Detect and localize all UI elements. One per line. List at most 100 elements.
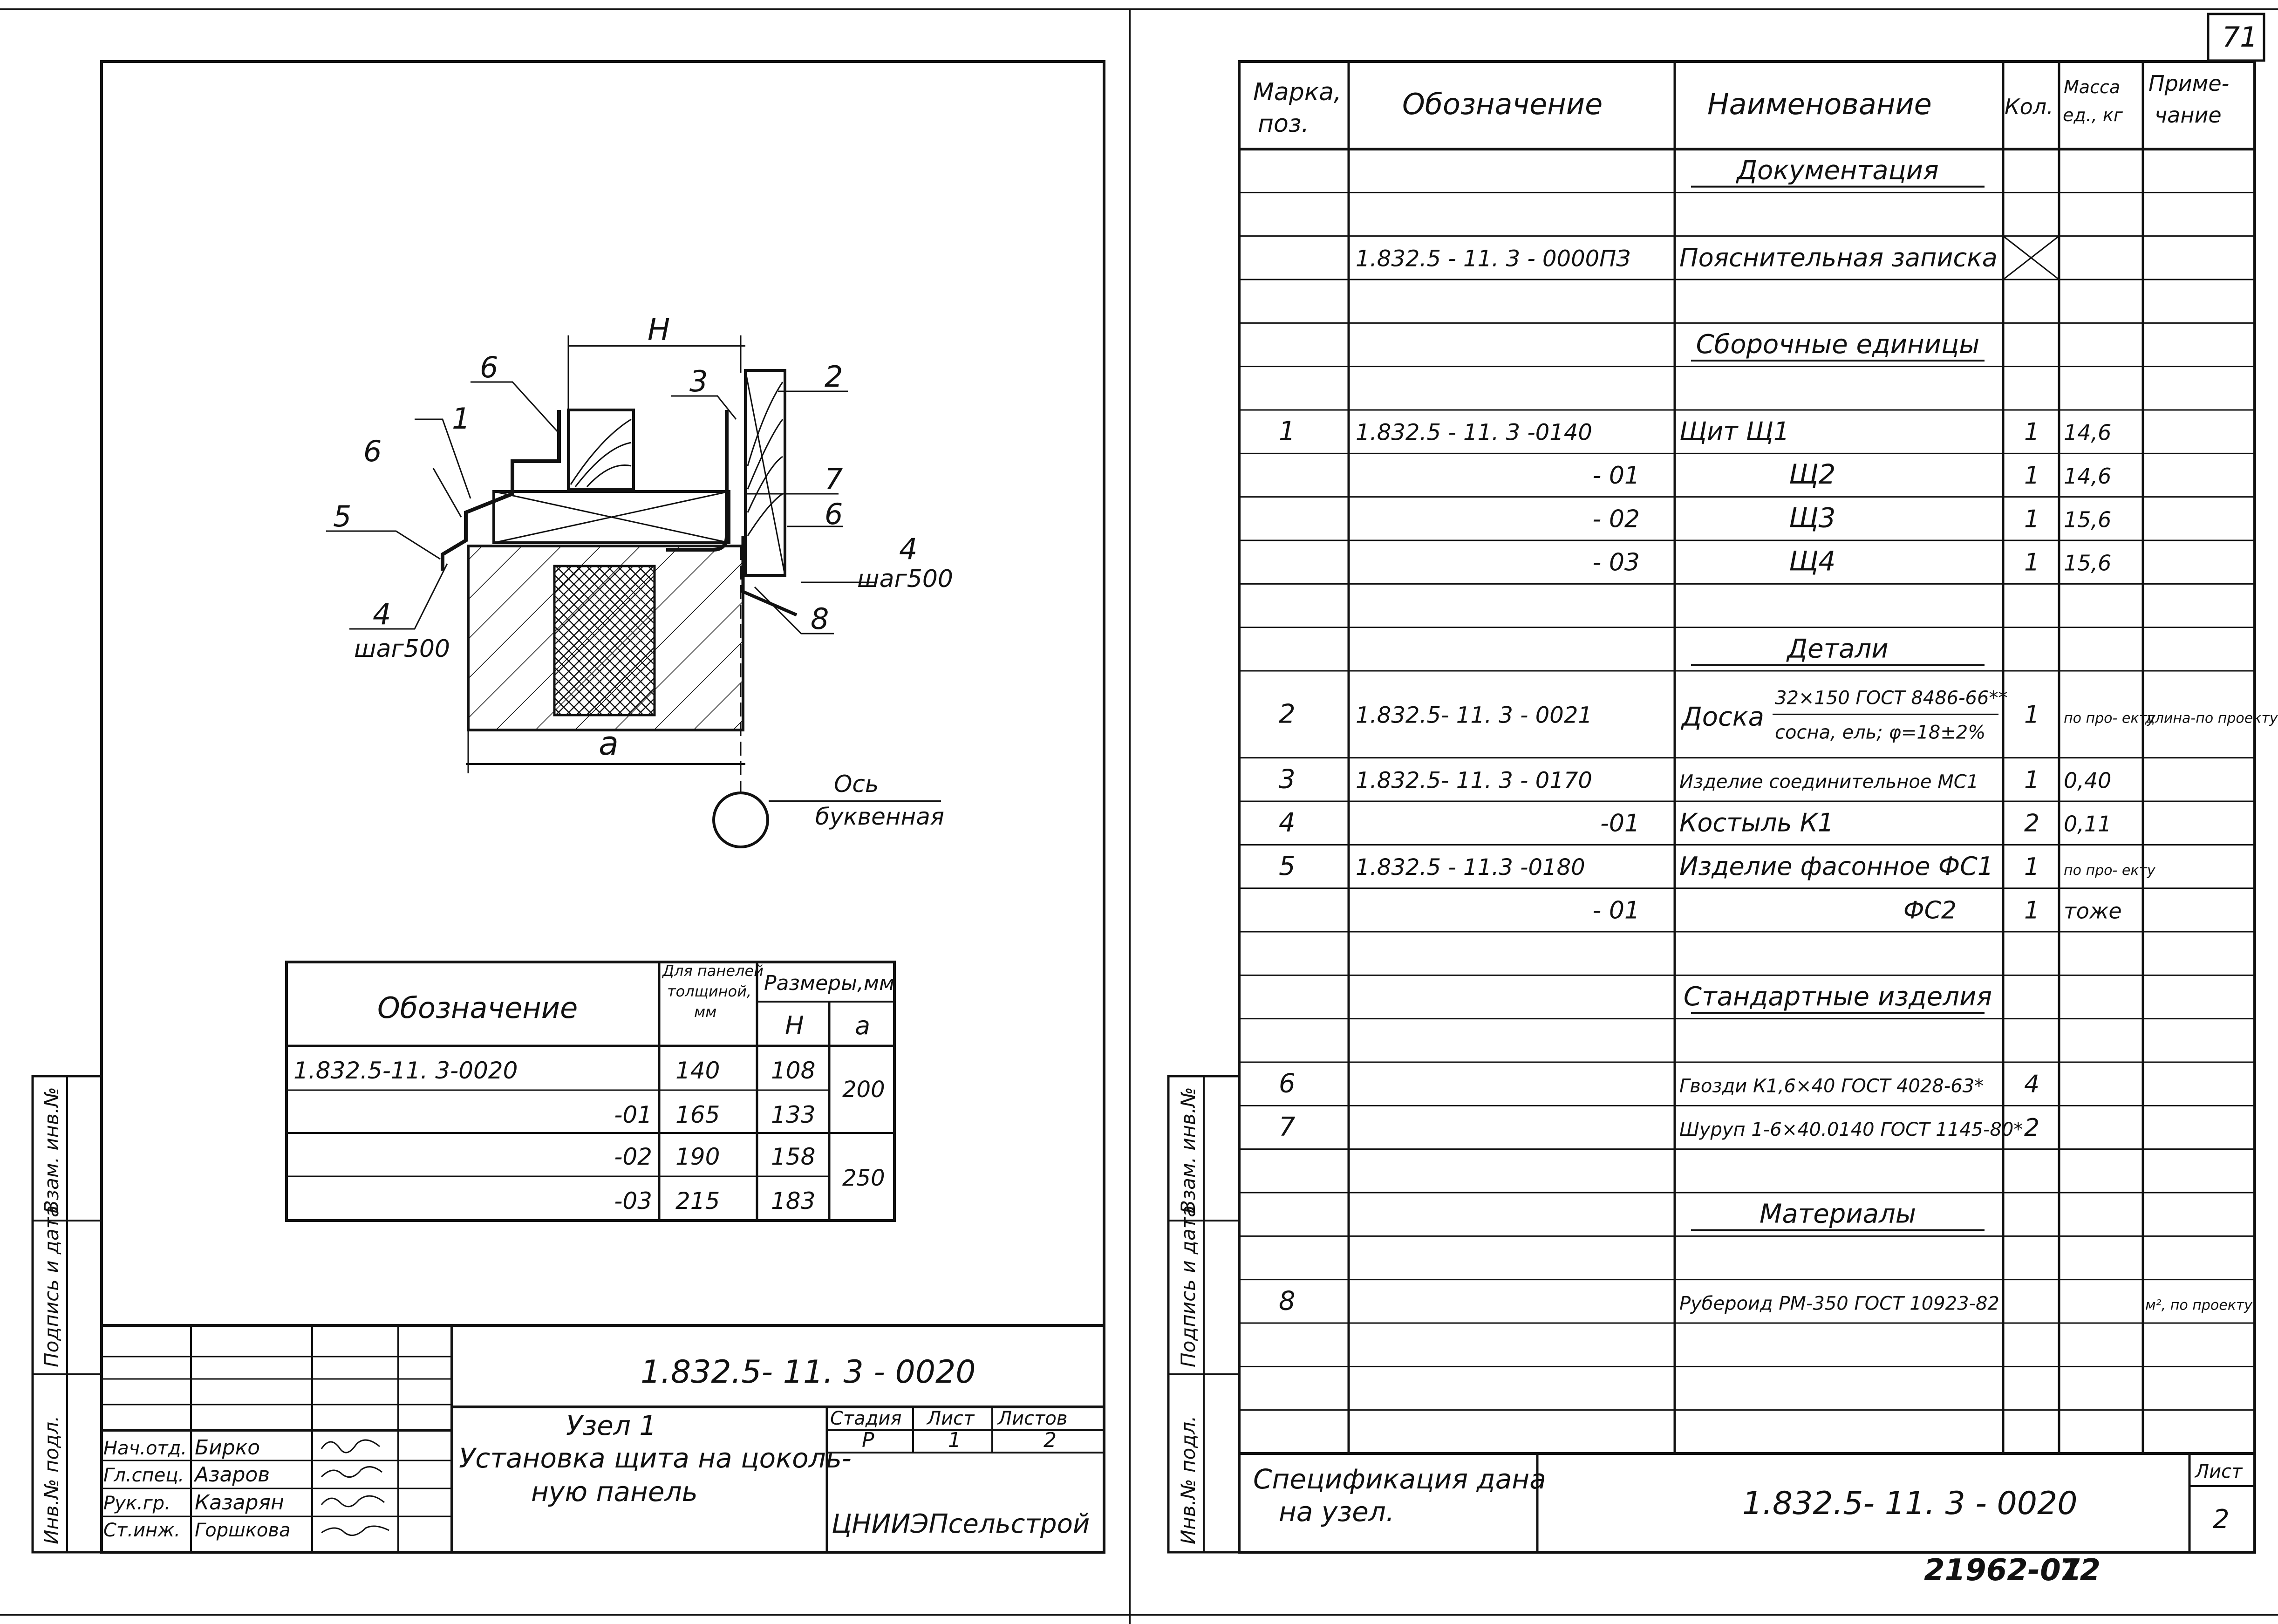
dim-H-label: H — [648, 313, 670, 348]
title-line-2: Установка щита на цоколь- — [459, 1442, 852, 1474]
dim-table-header-H: H — [785, 1011, 804, 1040]
callout-3: 3 — [689, 364, 708, 398]
spec-qty: 2 — [2024, 810, 2039, 838]
dim-row-thickness: 215 — [675, 1187, 720, 1215]
callout-2: 2 — [825, 360, 843, 394]
signature — [321, 1495, 385, 1508]
callout-1: 1 — [452, 402, 470, 436]
signature — [321, 1525, 389, 1536]
callout-6: 6 — [363, 434, 382, 468]
spec-header-designation: Обозначение — [1402, 87, 1603, 121]
dim-a-label: a — [599, 724, 619, 763]
header-mark-line: поз. — [1258, 110, 1309, 138]
callout-6: 6 — [825, 497, 843, 531]
dim-row-designation: 1.832.5-11. 3-0020 — [293, 1057, 518, 1084]
spec-header-mark: Марка, поз. — [1253, 78, 1349, 138]
spec-mass: тоже — [2064, 898, 2122, 923]
spec-mark: 6 — [1279, 1069, 1296, 1099]
spec-designation: 1.832.5 - 11. 3 - 0000ПЗ — [1356, 246, 1630, 272]
step-label: шаг500 — [857, 565, 953, 593]
footer-code: 1.832.5- 11. 3 - 0020 — [1742, 1485, 2078, 1522]
spec-name: Рубероид РМ-350 ГОСТ 10923-82 — [1679, 1293, 1999, 1314]
sidebar-label: Инв.№ подл. — [40, 1416, 63, 1544]
header-note-line: Приме- — [2148, 71, 2229, 96]
spec-mark: 2 — [1279, 699, 1296, 729]
step-label: шаг500 — [354, 635, 450, 663]
spec-qty: 1 — [2024, 549, 2039, 577]
dim-row-thickness: 190 — [675, 1143, 720, 1170]
spec-mass: по про- екту — [2064, 862, 2156, 879]
callout-4: 4 — [373, 597, 391, 631]
sidebar-label: Подпись и дата — [1177, 1205, 1200, 1367]
spec-name-sub: сосна, ель; φ=18±2% — [1775, 722, 1985, 743]
person-name: Бирко — [195, 1436, 260, 1460]
footer-sheet-value: 2 — [2213, 1504, 2230, 1535]
spec-designation: - 03 — [1593, 549, 1640, 577]
spec-qty: 1 — [2024, 766, 2039, 794]
dim-table-header-thickness: Для панелей толщиной, мм — [662, 962, 768, 1021]
spec-mark: 3 — [1279, 764, 1296, 794]
header-thickness-line: мм — [694, 1003, 716, 1021]
cross-mark — [2003, 235, 2060, 280]
spec-mass: 0,11 — [2064, 812, 2111, 837]
spec-mass: 0,40 — [2064, 768, 2111, 793]
footer-note-1: Спецификация дана — [1253, 1463, 1546, 1495]
spec-qty: 1 — [2024, 896, 2039, 924]
person-name: Горшкова — [195, 1520, 290, 1541]
spec-note: длина-по проекту — [2145, 710, 2278, 726]
org-name: ЦНИИЭПсельстрой — [832, 1509, 1090, 1539]
callout-8: 8 — [811, 602, 829, 636]
right-sheet: 71 Инв.№ подл. Подпись и дата Взам. инв.… — [1167, 13, 2278, 1588]
sheets-label: Листов — [997, 1408, 1067, 1429]
spec-qty: 2 — [2024, 1114, 2039, 1142]
callout-7: 7 — [825, 462, 843, 496]
dim-row-designation: -02 — [614, 1143, 652, 1170]
spec-mass: 15,6 — [2064, 551, 2111, 576]
spec-qty: 1 — [2024, 505, 2039, 533]
sidebar-label: Взам. инв.№ — [1177, 1087, 1200, 1214]
header-thickness-line: толщиной, — [667, 983, 751, 1000]
spec-name-sub: 32×150 ГОСТ 8486-66** — [1775, 687, 2007, 709]
bottom-code: 21962-01 — [1924, 1553, 2081, 1588]
spec-qty: 1 — [2024, 853, 2039, 881]
spec-name: Щ2 — [1789, 458, 1835, 490]
title-block: 1.832.5- 11. 3 - 0020 Узел 1 Установка щ… — [100, 1324, 1105, 1554]
dimension-table: Обозначение Для панелей толщиной, мм Раз… — [285, 961, 896, 1222]
dim-table-header-designation: Обозначение — [377, 991, 578, 1025]
spec-section-title: Детали — [1786, 634, 1888, 664]
spec-grid — [1239, 191, 2255, 1411]
spec-mark: 7 — [1279, 1112, 1296, 1142]
dim-row-designation: -01 — [614, 1101, 652, 1128]
spec-qty: 1 — [2024, 701, 2039, 729]
spec-designation: -01 — [1600, 810, 1640, 838]
header-thickness-line: Для панелей — [662, 962, 764, 980]
spec-mark: 4 — [1279, 808, 1296, 838]
footer-note-2: на узел. — [1279, 1496, 1394, 1528]
sidebar-label: Взам. инв.№ — [40, 1087, 63, 1214]
dim-a-value: 250 — [842, 1165, 885, 1191]
spec-qty: 1 — [2024, 418, 2039, 446]
spec-name: Изделие соединительное МС1 — [1679, 771, 1978, 792]
spec-name: Костыль К1 — [1679, 808, 1834, 838]
person-name: Азаров — [193, 1463, 270, 1487]
dim-row-H: 133 — [771, 1101, 815, 1128]
role-label: Нач.отд. — [103, 1438, 187, 1459]
callout-4: 4 — [899, 532, 917, 566]
spec-section-title: Сборочные единицы — [1696, 329, 1980, 360]
title-line-3: ную панель — [531, 1476, 698, 1508]
dim-row-H: 108 — [771, 1057, 815, 1084]
spec-name: ФС2 — [1903, 896, 1957, 924]
spec-section-title: Стандартные изделия — [1684, 982, 1992, 1012]
stage-label: Стадия — [830, 1408, 901, 1429]
role-label: Ст.инж. — [103, 1520, 180, 1541]
spec-name: Доска — [1680, 702, 1764, 732]
dim-row-H: 158 — [771, 1143, 815, 1170]
callout-5: 5 — [333, 499, 351, 533]
dim-row-thickness: 140 — [675, 1057, 720, 1084]
sheets-value: 2 — [1044, 1428, 1057, 1452]
left-sheet: Инв.№ подл. Подпись и дата Взам. инв.№ H… — [31, 60, 1105, 1554]
spec-designation: 1.832.5 - 11.3 -0180 — [1356, 854, 1585, 880]
spec-name: Шуруп 1-6×40.0140 ГОСТ 1145-80* — [1679, 1119, 2023, 1140]
